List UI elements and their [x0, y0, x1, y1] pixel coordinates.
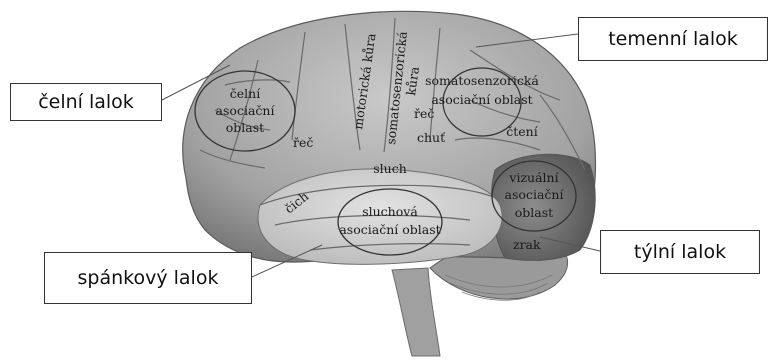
label-auditory-assoc-1: sluchová: [362, 204, 418, 219]
brainstem-shape: [392, 268, 440, 356]
label-taste: chuť: [417, 130, 445, 145]
label-vision: zrak: [513, 237, 541, 252]
label-somato-assoc-1: somatosenzorická: [425, 73, 539, 88]
label-speech-lower: řeč: [293, 135, 313, 150]
callout-frontal-lobe: čelní lalok: [10, 83, 162, 121]
callout-occipital-text: týlní lalok: [601, 243, 759, 262]
label-auditory-assoc-2: asociační oblast: [339, 222, 440, 237]
callout-parietal-text: temenní lalok: [579, 30, 767, 49]
label-visual-assoc-3: oblast: [515, 205, 553, 220]
callout-temporal-text: spánkový lalok: [45, 269, 251, 288]
callout-occipital-lobe: týlní lalok: [600, 230, 760, 274]
label-frontal-assoc-3: oblast: [226, 120, 264, 135]
label-speech-upper: řeč: [414, 106, 434, 121]
callout-parietal-lobe: temenní lalok: [578, 17, 768, 61]
label-reading: čtení: [506, 124, 538, 139]
callout-temporal-lobe: spánkový lalok: [44, 252, 252, 304]
callout-frontal-text: čelní lalok: [11, 93, 161, 112]
label-hearing: sluch: [373, 161, 407, 176]
label-visual-assoc-1: vizuální: [508, 170, 559, 185]
label-frontal-assoc-2: asociační: [216, 103, 276, 118]
label-frontal-assoc-1: čelní: [230, 86, 261, 101]
label-somato-assoc-2: asociační oblast: [431, 92, 532, 107]
label-visual-assoc-2: asociační: [505, 187, 565, 202]
